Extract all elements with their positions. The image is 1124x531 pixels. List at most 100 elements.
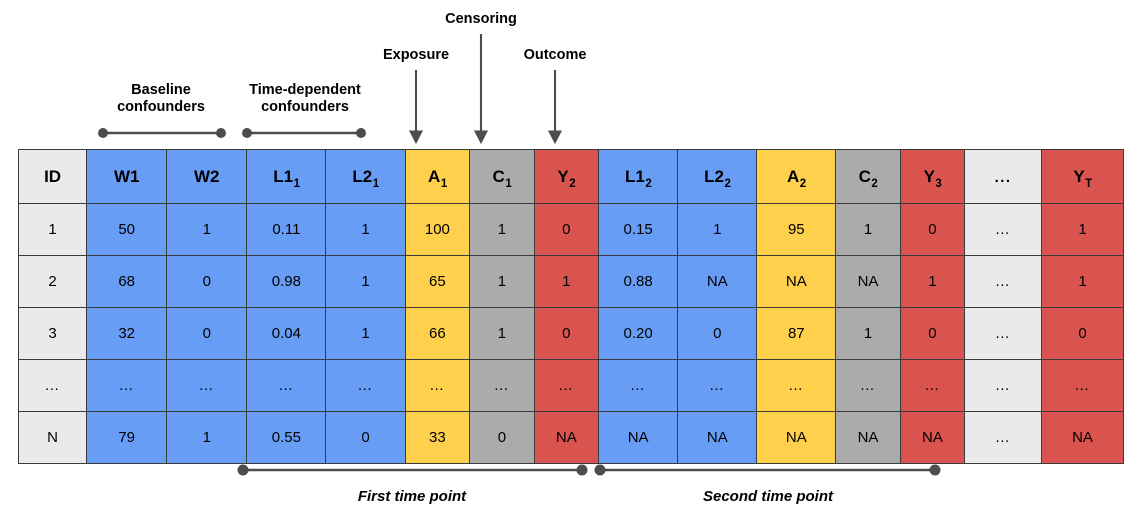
cell-a2-row-n: NA <box>756 411 837 464</box>
column-header-subscript: 1 <box>293 177 300 190</box>
column-header-subscript: 2 <box>724 177 731 190</box>
column-header-w1: W1 <box>86 149 168 204</box>
column-header-label: C <box>858 166 871 186</box>
label-outcome: Outcome <box>523 47 587 63</box>
top-annotation-layer: Baseline confounders Time-dependent conf… <box>0 0 1124 150</box>
cell-w1-row-n: 79 <box>86 411 168 464</box>
column-header-subscript: T <box>1085 177 1093 190</box>
cell-l21-row-n: 0 <box>325 411 406 464</box>
cell-l11-row-2: 0.98 <box>246 255 327 308</box>
cell-c2-row-2: NA <box>835 255 901 308</box>
label-exposure: Exposure <box>382 47 450 63</box>
column-header-label: L2 <box>704 166 724 186</box>
column-header-l22: L22 <box>677 149 758 204</box>
cell-w1-row-3: 32 <box>86 307 168 360</box>
cell-a1-row-2: 65 <box>404 255 471 308</box>
cell-l21-row-1: 1 <box>325 203 406 256</box>
cell-l11-row-1: 0.11 <box>246 203 327 256</box>
column-header-label: A <box>428 166 441 186</box>
column-header-a2: A2 <box>756 149 837 204</box>
cell-c1-row-ellipsis: … <box>469 359 535 412</box>
column-header-label: Y <box>557 166 569 186</box>
column-header-label: C <box>492 166 505 186</box>
cell-c1-row-1: 1 <box>469 203 535 256</box>
cell-c1-row-3: 1 <box>469 307 535 360</box>
column-header-y3: Y3 <box>899 149 966 204</box>
column-header-c1: C1 <box>469 149 535 204</box>
cell-w2-row-3: 0 <box>166 307 248 360</box>
time-dependent-confounders-connector <box>242 128 366 138</box>
cell-l12-row-n: NA <box>598 411 679 464</box>
cell-l21-row-2: 1 <box>325 255 406 308</box>
column-header-id: ID <box>17 149 88 204</box>
cell-ell-row-2: … <box>964 255 1043 308</box>
column-header-w2: W2 <box>166 149 248 204</box>
cell-y3-row-ellipsis: … <box>899 359 966 412</box>
cell-c2-row-ellipsis: … <box>835 359 901 412</box>
cell-c2-row-1: 1 <box>835 203 901 256</box>
second-time-point-connector <box>594 464 941 476</box>
cell-yt-row-n: NA <box>1041 411 1124 464</box>
column-header-subscript: 2 <box>871 177 878 190</box>
cell-l11-row-3: 0.04 <box>246 307 327 360</box>
column-header-subscript: 1 <box>505 177 512 190</box>
cell-id-row-3: 3 <box>17 307 88 360</box>
cell-a2-row-ellipsis: … <box>756 359 837 412</box>
cell-l22-row-2: NA <box>677 255 758 308</box>
cell-a1-row-n: 33 <box>404 411 471 464</box>
label-baseline-confounders: Baseline confounders <box>117 82 205 115</box>
cell-y3-row-n: NA <box>899 411 966 464</box>
column-header-a1: A1 <box>404 149 471 204</box>
column-header-label: W2 <box>193 166 220 186</box>
column-header-label: ID <box>44 166 62 186</box>
cell-a2-row-1: 95 <box>756 203 837 256</box>
cell-yt-row-1: 1 <box>1041 203 1124 256</box>
column-header-label: W1 <box>113 166 140 186</box>
cell-w1-row-ellipsis: … <box>86 359 168 412</box>
column-header-y2: Y2 <box>533 149 600 204</box>
column-header-subscript: 3 <box>935 177 942 190</box>
cell-a2-row-3: 87 <box>756 307 837 360</box>
column-header-subscript: 1 <box>440 177 448 190</box>
cell-w2-row-n: 1 <box>166 411 248 464</box>
column-header-label: ... <box>994 168 1012 186</box>
cell-w2-row-2: 0 <box>166 255 248 308</box>
cell-ell-row-n: … <box>964 411 1043 464</box>
cell-l12-row-2: 0.88 <box>598 255 679 308</box>
cell-y2-row-3: 0 <box>533 307 600 360</box>
cell-ell-row-1: … <box>964 203 1043 256</box>
cell-l21-row-ellipsis: … <box>325 359 406 412</box>
cell-y3-row-2: 1 <box>899 255 966 308</box>
cell-w1-row-2: 68 <box>86 255 168 308</box>
column-header-label: A <box>786 166 800 186</box>
cell-w2-row-1: 1 <box>166 203 248 256</box>
label-time-dependent-confounders: Time-dependent confounders <box>249 82 361 115</box>
cell-ell-row-3: … <box>964 307 1043 360</box>
column-header-l12: L12 <box>598 149 679 204</box>
bottom-connector-graphics <box>237 464 941 476</box>
cell-c1-row-n: 0 <box>469 411 535 464</box>
cell-l22-row-n: NA <box>677 411 758 464</box>
cell-yt-row-ellipsis: … <box>1041 359 1124 412</box>
column-header-yt: YT <box>1041 149 1124 204</box>
column-header-subscript: 1 <box>372 177 380 190</box>
cell-w1-row-1: 50 <box>86 203 168 256</box>
column-header-subscript: 2 <box>799 177 807 190</box>
label-second-time-point: Second time point <box>702 488 833 505</box>
cell-c2-row-3: 1 <box>835 307 901 360</box>
cell-yt-row-2: 1 <box>1041 255 1124 308</box>
column-header-subscript: 2 <box>569 177 576 190</box>
cell-id-row-1: 1 <box>17 203 88 256</box>
cell-l12-row-3: 0.20 <box>598 307 679 360</box>
cell-l22-row-ellipsis: … <box>677 359 758 412</box>
cell-l21-row-3: 1 <box>325 307 406 360</box>
cell-a2-row-2: NA <box>756 255 837 308</box>
cell-l22-row-3: 0 <box>677 307 758 360</box>
cell-a1-row-1: 100 <box>404 203 471 256</box>
cell-l11-row-ellipsis: … <box>246 359 327 412</box>
